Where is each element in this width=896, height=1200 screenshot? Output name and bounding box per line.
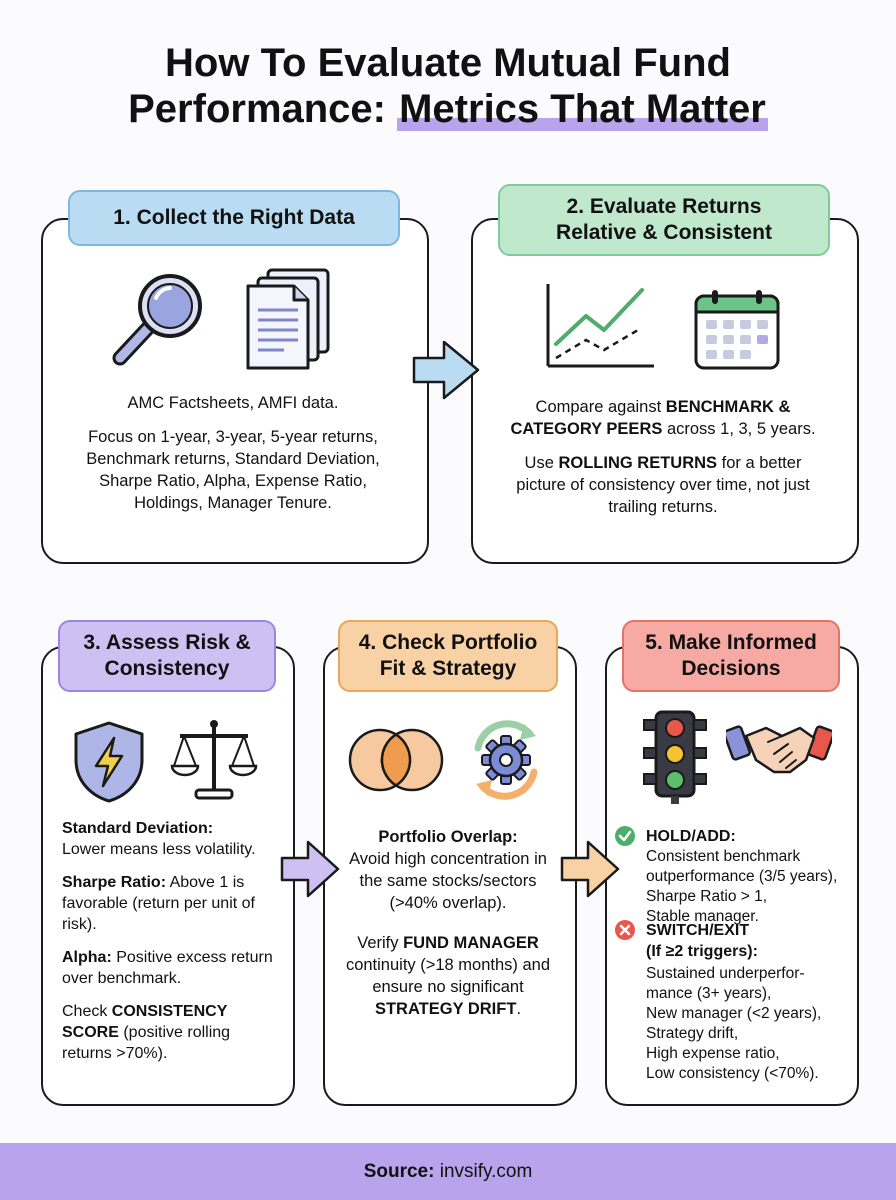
step-3-sd-text: Lower means less volatility. xyxy=(62,841,256,858)
exit-title: SWITCH/EXIT xyxy=(646,922,750,939)
step-1-focus: Focus on 1-year, 3-year, 5-year returns,… xyxy=(86,428,380,512)
step-3-alpha-label: Alpha: xyxy=(62,949,112,966)
step-1-title: 1. Collect the Right Data xyxy=(113,206,355,229)
step-2-compare-c: across 1, 3, 5 years. xyxy=(662,420,816,438)
step-4-overlap: Portfolio Overlap: Avoid high concentrati… xyxy=(336,826,560,914)
step-3-alpha: Alpha: Positive excess return over bench… xyxy=(62,947,284,989)
exit-body: Sustained underperfor- mance (3+ years),… xyxy=(646,964,858,1084)
source-label: Source: xyxy=(363,1160,435,1182)
step-3-cons-b: CONSISTENCY SCORE xyxy=(62,1003,228,1041)
step-1-sources: AMC Factsheets, AMFI data. xyxy=(127,394,339,412)
exit-line: Sustained underperfor- xyxy=(646,965,805,982)
step-4-v-c: continuity (>18 months) and ensure no si… xyxy=(345,956,551,996)
step-3-cons-a: Check xyxy=(62,1003,112,1020)
step-2-rolling-c: for a better picture of consistency over… xyxy=(516,454,810,516)
step-3-card xyxy=(41,646,295,1106)
step-2-card xyxy=(471,218,859,564)
source-value: invsify.com xyxy=(434,1160,533,1182)
step-2-text: Compare against BENCHMARK & CATEGORY PEE… xyxy=(498,396,828,530)
step-2-compare-b: BENCHMARK & CATEGORY PEERS xyxy=(510,398,791,438)
step-3-title-l1: 3. Assess Risk & xyxy=(83,631,251,654)
step-4-overlap-label: Portfolio Overlap: xyxy=(378,828,518,846)
venn-overlap-icon xyxy=(348,728,444,792)
step-1-title-pill: 1. Collect the Right Data xyxy=(68,190,400,246)
title-line-2: Performance: Metrics That Matter xyxy=(0,86,896,132)
magnifier-icon xyxy=(112,274,202,366)
step-3-title-l2: Consistency xyxy=(104,657,230,680)
step-4-v-d: STRATEGY DRIFT xyxy=(374,1000,517,1018)
step-3-sd-label: Standard Deviation: xyxy=(62,820,214,837)
gear-cycle-icon xyxy=(474,720,538,800)
traffic-light-icon xyxy=(643,710,707,804)
exit-line: Strategy drift, xyxy=(646,1025,739,1042)
step-3-sharpe-label: Sharpe Ratio: xyxy=(62,874,167,891)
step-5-title-l2: Decisions xyxy=(681,657,781,680)
step-3-cons-c: (positive rolling returns >70%). xyxy=(62,1024,231,1062)
step-3-sharpe-text: Above 1 is favorable (return per unit of… xyxy=(62,874,255,933)
hold-line: Consistent benchmark xyxy=(646,848,801,865)
hold-line: Sharpe Ratio > 1, xyxy=(646,888,768,905)
step-2-rolling-b: ROLLING RETURNS xyxy=(558,454,718,472)
step-4-title-l1: 4. Check Portfolio xyxy=(358,631,538,654)
step-4-v-b: FUND MANAGER xyxy=(403,934,539,952)
step-3-title: 3. Assess Risk & Consistency xyxy=(83,630,250,682)
step-3-sharpe: Sharpe Ratio: Above 1 is favorable (retu… xyxy=(62,872,284,935)
exit-line: New manager (<2 years), xyxy=(646,1005,822,1022)
step-2-title-l1: 2. Evaluate Returns xyxy=(566,195,762,218)
exit-line: High expense ratio, xyxy=(646,1045,780,1062)
scales-icon xyxy=(170,720,258,800)
step-4-v-e: . xyxy=(516,1000,522,1018)
step-3-text: Standard Deviation: Lower means less vola… xyxy=(62,818,284,1076)
title-line-1: How To Evaluate Mutual Fund xyxy=(165,41,731,85)
exit-subtitle: (If ≥2 triggers): xyxy=(646,943,758,960)
step-2-title-l2: Relative & Consistent xyxy=(556,221,772,244)
title-line-2-start: Performance: xyxy=(128,87,398,131)
handshake-icon xyxy=(726,725,832,774)
calendar-icon xyxy=(694,290,780,370)
hold-line: Stable manager. xyxy=(646,908,759,925)
arrow-3-to-4 xyxy=(280,840,340,898)
exit-line: mance (3+ years), xyxy=(646,985,772,1002)
arrow-4-to-5 xyxy=(560,840,620,898)
line-chart-icon xyxy=(546,284,654,368)
step-4-v-a: Verify xyxy=(357,934,404,952)
step-3-title-pill: 3. Assess Risk & Consistency xyxy=(58,620,276,692)
step-1-card xyxy=(41,218,429,564)
step-2-rolling-a: Use xyxy=(524,454,559,472)
step-4-manager: Verify FUND MANAGER continuity (>18 mont… xyxy=(336,932,560,1020)
step-2-compare: Compare against BENCHMARK & CATEGORY PEE… xyxy=(498,396,828,440)
step-2-compare-a: Compare against xyxy=(535,398,666,416)
cross-icon xyxy=(615,920,635,940)
exit-line: Low consistency (<70%). xyxy=(646,1065,819,1082)
step-4-title-l2: Fit & Strategy xyxy=(379,657,517,680)
step-1-text: AMC Factsheets, AMFI data. Focus on 1-ye… xyxy=(66,392,400,526)
step-3-consistency: Check CONSISTENCY SCORE (positive rollin… xyxy=(62,1001,284,1064)
check-icon xyxy=(615,826,635,846)
step-2-rolling: Use ROLLING RETURNS for a better picture… xyxy=(498,452,828,518)
hold-title: HOLD/ADD: xyxy=(646,828,736,845)
shield-bolt-icon xyxy=(74,721,144,803)
step-3-sd: Standard Deviation: Lower means less vola… xyxy=(62,818,284,860)
documents-icon xyxy=(246,268,330,370)
step-4-card xyxy=(323,646,577,1106)
source-footer: Source: invsify.com xyxy=(0,1143,896,1200)
page-title: How To Evaluate Mutual Fund Performance:… xyxy=(0,40,896,132)
arrow-1-to-2 xyxy=(412,340,480,400)
title-highlight: Metrics That Matter xyxy=(397,87,768,131)
hold-body: Consistent benchmark outperformance (3/5… xyxy=(646,847,858,927)
step-5-title-l1: 5. Make Informed xyxy=(645,631,817,654)
step-4-text: Portfolio Overlap: Avoid high concentrati… xyxy=(336,826,560,1032)
hold-line: outperformance (3/5 years), xyxy=(646,868,838,885)
step-3-alpha-text: Positive excess return over benchmark. xyxy=(62,949,273,987)
step-4-overlap-text: Avoid high concentration in the same sto… xyxy=(349,850,547,912)
